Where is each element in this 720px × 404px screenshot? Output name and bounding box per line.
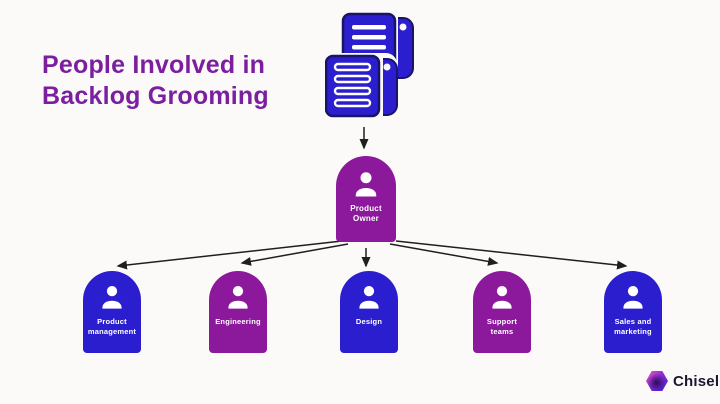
role-label: Sales and marketing [614, 317, 652, 336]
page-title: People Involved in Backlog Grooming [42, 50, 269, 111]
person-icon [359, 286, 379, 309]
person-icon [228, 286, 248, 309]
page-title-line2: Backlog Grooming [42, 81, 269, 110]
role-node-design: Design [340, 271, 398, 353]
role-label: Design [355, 317, 383, 326]
person-icon [623, 286, 643, 309]
arrow-owner-to-support-teams [389, 243, 499, 266]
role-node-support-teams: Support teams [473, 271, 531, 353]
arrow-owner-to-product-management [116, 240, 343, 270]
backlog-scrolls-icon [325, 12, 414, 121]
role-node-product-owner: Product Owner [336, 156, 396, 242]
person-icon [102, 286, 122, 309]
arrow-owner-to-engineering [240, 243, 349, 266]
page-title-line1: People Involved in [42, 51, 266, 79]
role-node-sales-and-marketing: Sales and marketing [604, 271, 662, 353]
arrow-owner-to-sales-marketing [395, 240, 628, 270]
person-icon [355, 172, 377, 197]
role-label: Engineering [215, 317, 261, 326]
role-label: Support teams [486, 317, 518, 336]
chisel-logo-text: Chisel [673, 372, 720, 390]
chisel-logo: Chisel [646, 371, 719, 391]
person-icon [492, 286, 512, 309]
role-label: Product Owner [350, 204, 382, 224]
role-node-engineering: Engineering [209, 271, 267, 353]
chisel-hexagon-icon [646, 371, 668, 391]
role-label: Product management [87, 317, 137, 336]
role-node-product-management: Product management [83, 271, 141, 353]
